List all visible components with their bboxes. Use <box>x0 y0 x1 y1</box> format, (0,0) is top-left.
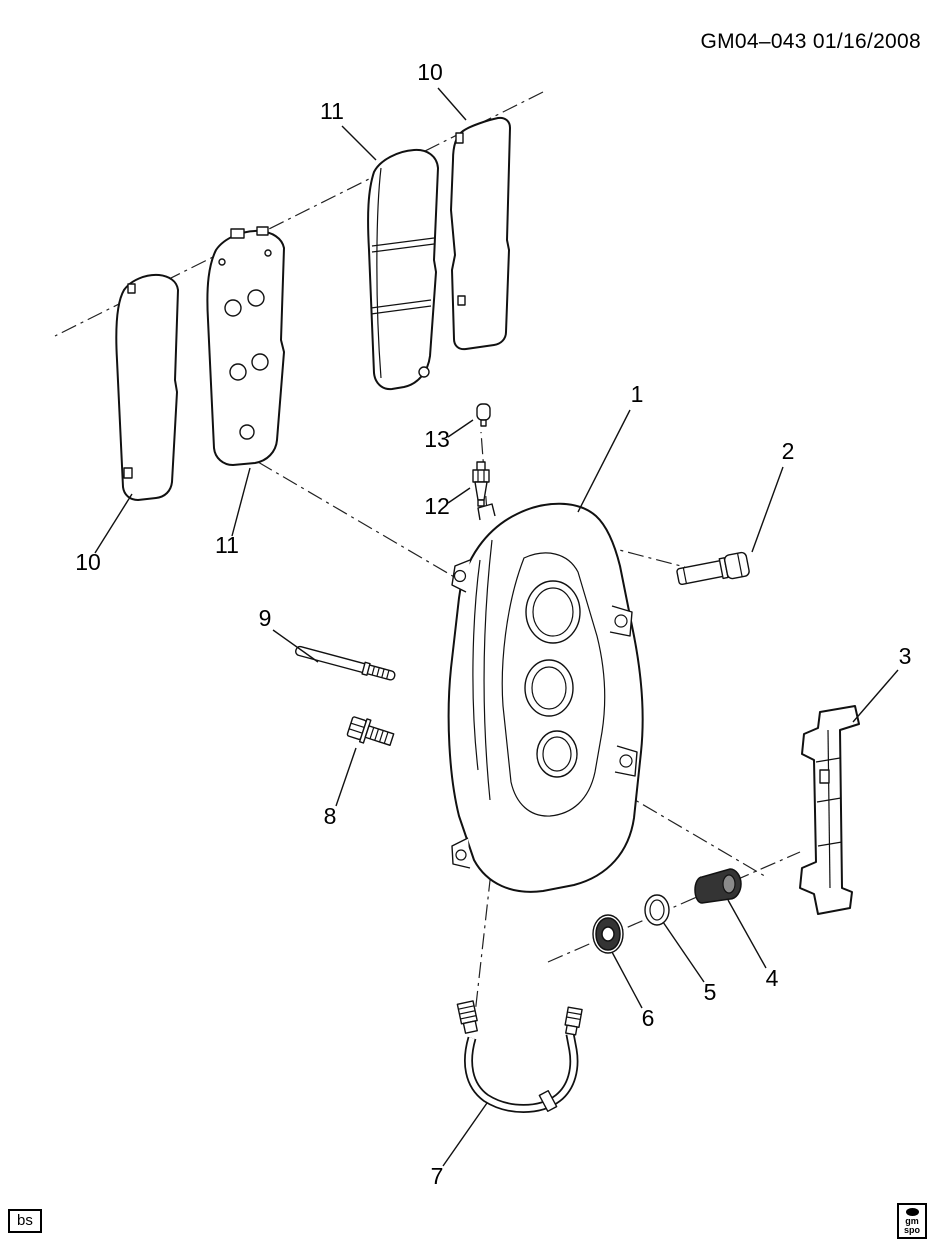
gm-logo-oval-icon <box>905 1208 919 1216</box>
guide-pin-bolt <box>676 551 750 586</box>
hose-sleeve <box>538 1090 558 1112</box>
bleeder-valve <box>472 461 490 507</box>
callout-shim-left: 10 <box>75 549 101 575</box>
pad-left <box>206 226 285 466</box>
bracket-clip <box>799 705 860 915</box>
document-code: GM04–043 01/16/2008 <box>700 30 921 53</box>
pad-right <box>367 148 439 391</box>
callout-guide-pin-bolt: 2 <box>782 438 795 464</box>
callout-pad-left: 11 <box>215 532 239 558</box>
caliper-body <box>447 502 644 893</box>
callout-caliper: 1 <box>631 381 644 407</box>
washer-seal <box>644 894 670 926</box>
thread-lines <box>369 727 389 744</box>
callout-brake-hose: 7 <box>431 1163 444 1189</box>
gmspo-logo-box: gm spo <box>897 1203 927 1239</box>
piston-seal <box>592 914 624 954</box>
callout-bleeder-valve: 12 <box>424 493 450 519</box>
thread-lines <box>371 666 390 680</box>
spo-logo-text: spo <box>903 1225 920 1235</box>
hose-fitting-right <box>564 1006 583 1036</box>
callout-labels: 10 11 1 2 13 12 10 11 9 3 8 4 5 6 7 <box>75 59 911 1189</box>
bleeder-cap <box>476 403 491 427</box>
callout-guide-pin: 9 <box>259 605 272 631</box>
bushing <box>694 868 742 904</box>
guide-pin <box>295 645 396 681</box>
callout-piston-seal: 6 <box>642 1005 655 1031</box>
shim-right <box>450 116 511 351</box>
callout-bracket-clip: 3 <box>899 643 912 669</box>
brake-hose <box>456 1000 583 1113</box>
callout-bushing: 4 <box>766 965 779 991</box>
callout-bleeder-cap: 13 <box>424 426 450 452</box>
leader-lines <box>94 87 899 1167</box>
callout-washer-seal: 5 <box>704 979 717 1005</box>
author-code: bs <box>17 1212 33 1229</box>
mounting-bolt <box>346 716 395 747</box>
gm-logo-text: gm <box>905 1216 919 1226</box>
callout-shim-right: 10 <box>417 59 443 85</box>
callout-mounting-bolt: 8 <box>324 803 337 829</box>
author-code-box: bs <box>8 1209 42 1233</box>
callout-pad-right: 11 <box>320 98 344 124</box>
shim-left <box>115 273 179 501</box>
hose-fitting-left <box>456 1000 478 1034</box>
